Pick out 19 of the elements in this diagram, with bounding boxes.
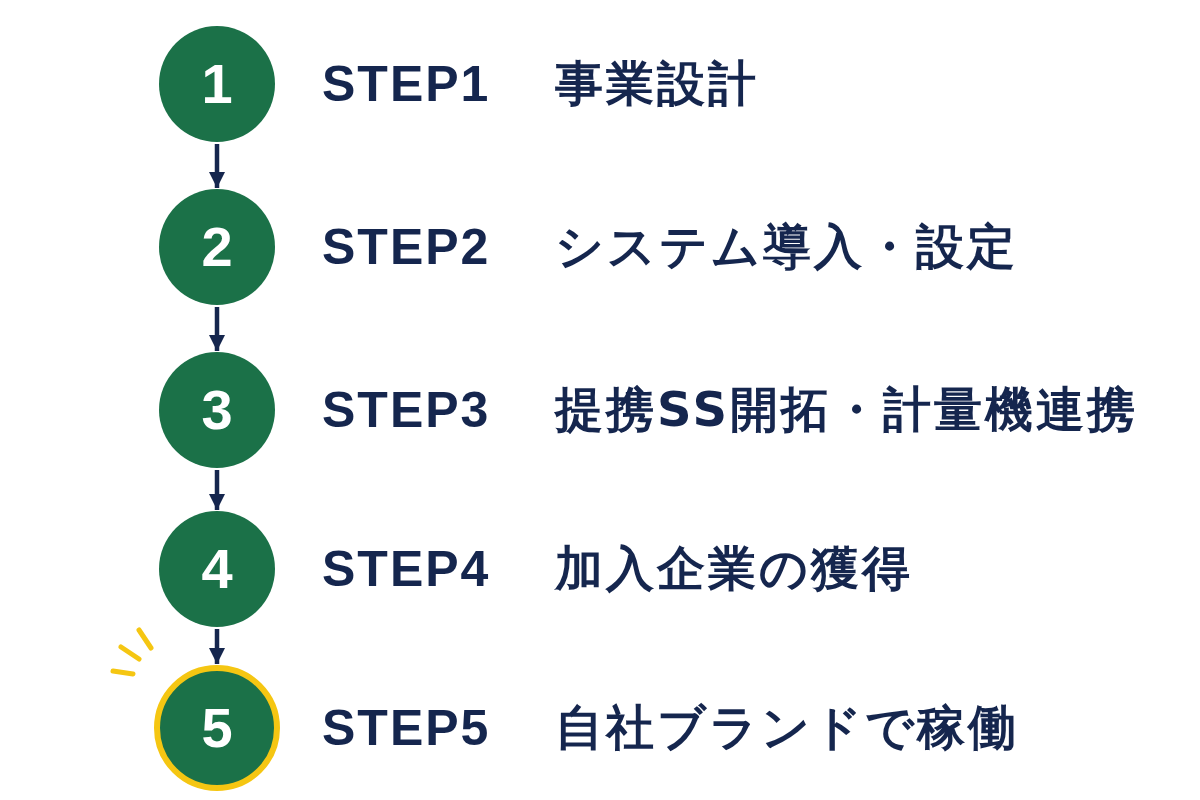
step-number: 3	[201, 382, 233, 438]
arrow	[208, 307, 226, 351]
step-label: STEP1	[322, 55, 491, 114]
step-description: 自社ブランドで稼働	[555, 699, 1019, 757]
step-number: 5	[201, 700, 233, 756]
step-label: STEP3	[322, 381, 491, 440]
step-label: STEP2	[322, 218, 491, 277]
step-description: システム導入・設定	[555, 218, 1018, 276]
step-label: STEP5	[322, 699, 491, 758]
step-description: 提携SS開拓・計量機連携	[555, 381, 1138, 439]
step-number: 2	[201, 219, 233, 275]
arrow	[208, 470, 226, 510]
step-label: STEP4	[322, 540, 491, 599]
arrow	[208, 629, 226, 664]
arrow	[208, 144, 226, 188]
step-description: 加入企業の獲得	[555, 540, 913, 598]
step-number: 1	[201, 56, 233, 112]
step-number: 4	[201, 541, 233, 597]
step-description: 事業設計	[555, 55, 759, 113]
